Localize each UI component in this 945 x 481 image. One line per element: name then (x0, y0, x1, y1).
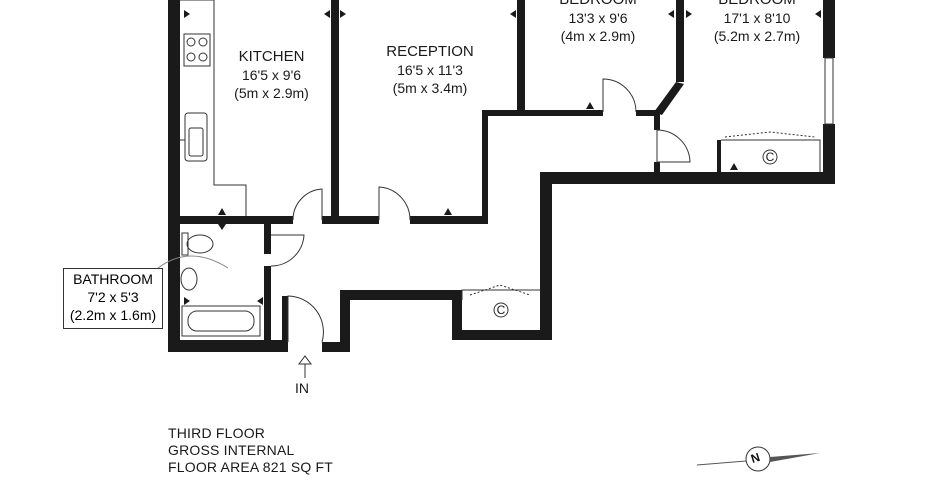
wall-right-lower (823, 124, 835, 184)
wall-bottom-bath (168, 340, 285, 352)
wall-reception-bottom2 (410, 216, 488, 224)
bath-pointer (157, 255, 229, 269)
kitchen-name: KITCHEN (238, 48, 305, 65)
hob-icon (183, 33, 211, 67)
wall-hall-vertical (540, 172, 552, 340)
bedroom1-metric: (5.2m x 2.7m) (713, 28, 801, 44)
bedroom2-name: BEDROOM (538, 0, 658, 9)
entry-arrow-icon (298, 355, 312, 378)
bedroom1-name: BEDROOM (698, 0, 816, 9)
wall-hall-bottom (340, 290, 462, 300)
bath-icon (181, 305, 261, 337)
wall-bath-right (264, 224, 271, 254)
room-label-bedroom-1: BEDROOM 17'1 x 8'10 (5.2m x 2.7m) (698, 0, 816, 45)
wall-hall-right2 (654, 162, 660, 172)
door-kitchen (292, 188, 323, 221)
wall-hall-step (340, 290, 350, 352)
wall-left (168, 0, 180, 352)
cupboard-circle-bedroom (762, 149, 778, 165)
floor-note-line2: GROSS INTERNAL (168, 442, 295, 458)
wall-cupboard-left (452, 290, 462, 340)
bedroom2-metric: (4m x 2.9m) (560, 28, 636, 44)
sink-icon (184, 112, 208, 162)
wall-bedroom2-bottom (482, 110, 603, 116)
bedroom2-imperial: 13'3 x 9'6 (568, 10, 628, 26)
cupboard-label-bedroom: C (765, 150, 775, 164)
wardrobe-hall (461, 289, 540, 300)
door-hall (656, 129, 691, 163)
door-reception (378, 186, 411, 221)
wall-cupboard-bottom (452, 330, 552, 340)
kitchen-imperial: 16'5 x 9'6 (241, 67, 302, 83)
wall-bedroom2-bottom2 (636, 110, 658, 116)
cupboard-label-hall: C (496, 303, 506, 317)
wall-right-top (823, 0, 835, 58)
reception-name: RECEPTION (386, 43, 474, 60)
wall-kitchen-reception (331, 0, 339, 220)
floor-note-line1: THIRD FLOOR (168, 425, 266, 441)
bathroom-name: BATHROOM (73, 271, 153, 287)
wall-bath-right2 (264, 266, 271, 352)
bathroom-imperial: 7'2 x 5'3 (87, 289, 139, 305)
kitchen-metric: (5m x 2.9m) (234, 85, 309, 101)
floor-area-note: THIRD FLOOR GROSS INTERNAL FLOOR AREA 82… (168, 425, 333, 476)
wall-entry-left (282, 296, 288, 352)
room-label-kitchen: KITCHEN 16'5 x 9'6 (5m x 2.9m) (214, 48, 329, 102)
door-bathroom (270, 234, 305, 267)
window-right (824, 57, 834, 125)
toilet-icon (186, 234, 214, 254)
wall-cupboard2 (717, 140, 721, 172)
cupboard-circle-hall (493, 302, 509, 318)
room-label-reception: RECEPTION 16'5 x 11'3 (5m x 3.4m) (360, 43, 500, 97)
wall-reception-bottom (339, 216, 379, 224)
entrance-label: IN (295, 380, 309, 396)
reception-metric: (5m x 3.4m) (392, 80, 468, 96)
floor-note-line3: FLOOR AREA 821 SQ FT (168, 459, 334, 475)
bedroom1-imperial: 17'1 x 8'10 (723, 10, 791, 26)
wardrobe-bedroom1 (721, 139, 821, 172)
bathroom-metric: (2.2m x 1.6m) (69, 307, 157, 323)
wall-hall-right (654, 112, 660, 130)
room-label-bathroom: BATHROOM 7'2 x 5'3 (2.2m x 1.6m) (63, 268, 163, 329)
wall-bedroom1-bottom (540, 172, 835, 184)
wall-reception-bedroom (517, 0, 525, 110)
wall-reception-step (482, 110, 488, 224)
door-bedroom2 (602, 78, 637, 113)
wall-kitchen-bottom2 (322, 216, 339, 224)
reception-imperial: 16'5 x 11'3 (397, 62, 463, 78)
wall-bedroom-bedroom (676, 0, 684, 82)
door-entry (287, 295, 324, 343)
kitchen-worktop (180, 0, 247, 216)
basin-icon (180, 267, 198, 291)
wall-bottom-entry (322, 342, 350, 352)
room-label-bedroom-2: BEDROOM 13'3 x 9'6 (4m x 2.9m) (538, 0, 658, 45)
wall-kitchen-bottom (180, 216, 293, 224)
wall-angle (654, 82, 684, 115)
